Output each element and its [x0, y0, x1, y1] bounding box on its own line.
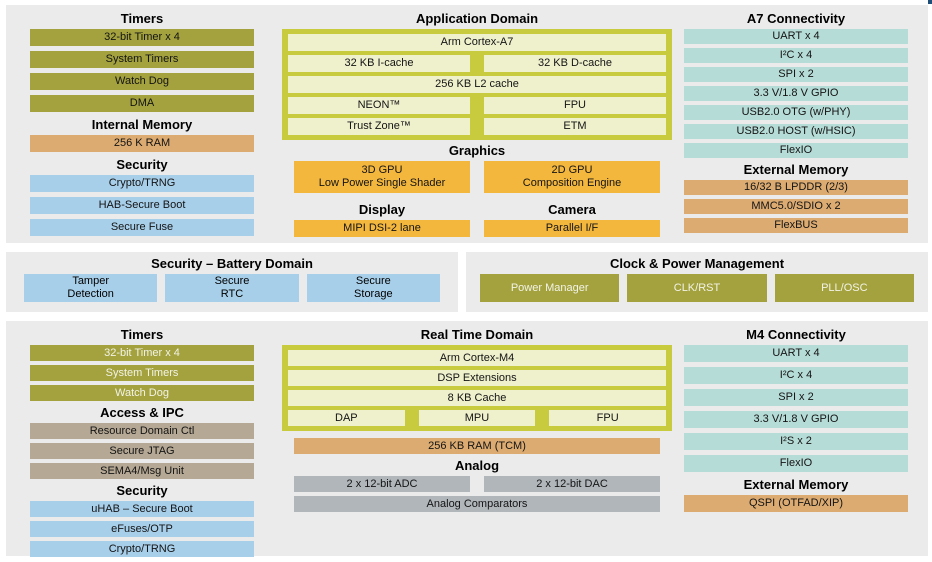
block-usb-otg: USB2.0 OTG (w/PHY) [684, 105, 908, 120]
block-neon: NEON™ [288, 97, 470, 114]
block-8kb-cache: 8 KB Cache [288, 390, 666, 406]
block-dma: DMA [30, 95, 254, 112]
m4-block-gpio: 3.3 V/1.8 V GPIO [684, 411, 908, 428]
block-a7-spi: SPI x 2 [684, 67, 908, 82]
block-dcache: 32 KB D-cache [484, 55, 666, 72]
block-32bit-timer: 32-bit Timer x 4 [30, 29, 254, 46]
real-time-domain-column: Real Time Domain Arm Cortex-M4 DSP Exten… [282, 325, 672, 516]
block-icache: 32 KB I-cache [288, 55, 470, 72]
block-power-manager: Power Manager [480, 274, 620, 302]
block-i2s: I²S x 2 [684, 433, 908, 450]
block-adc: 2 x 12-bit ADC [294, 476, 470, 492]
block-fpu-m4: FPU [549, 410, 666, 426]
m4-block-system-timers: System Timers [30, 365, 254, 381]
block-3d-gpu: 3D GPU Low Power Single Shader [294, 161, 470, 193]
m4-right-column: M4 Connectivity UART x 4 I²C x 4 SPI x 2… [684, 325, 908, 517]
block-clk-rst: CLK/RST [627, 274, 767, 302]
display-header: Display [358, 202, 406, 217]
block-analog-comparators: Analog Comparators [294, 496, 660, 512]
block-trust-zone: Trust Zone™ [288, 118, 470, 135]
block-fpu-a7: FPU [484, 97, 666, 114]
a7-domain-panel: Timers 32-bit Timer x 4 System Timers Wa… [6, 5, 928, 243]
internal-memory-header: Internal Memory [91, 117, 193, 132]
block-parallel-if: Parallel I/F [484, 220, 660, 237]
block-secure-rtc: Secure RTC [165, 274, 299, 302]
block-mpu: MPU [418, 410, 536, 426]
m4-block-watch-dog: Watch Dog [30, 385, 254, 401]
a7-right-column: A7 Connectivity UART x 4 I²C x 4 SPI x 2… [684, 9, 908, 237]
a7-external-memory-header: External Memory [743, 162, 849, 177]
block-mmc-sdio: MMC5.0/SDIO x 2 [684, 199, 908, 214]
block-a7-gpio: 3.3 V/1.8 V GPIO [684, 86, 908, 101]
block-2d-gpu: 2D GPU Composition Engine [484, 161, 660, 193]
block-system-timers: System Timers [30, 51, 254, 68]
block-secure-fuse: Secure Fuse [30, 219, 254, 236]
a7-left-column: Timers 32-bit Timer x 4 System Timers Wa… [30, 9, 254, 241]
block-dap: DAP [288, 410, 405, 426]
block-resource-domain-ctl: Resource Domain Ctl [30, 423, 254, 439]
block-a7-flexio: FlexIO [684, 143, 908, 158]
m4-security-header: Security [116, 483, 168, 498]
security-battery-domain-panel: Security – Battery Domain Tamper Detecti… [6, 252, 458, 312]
cortex-a7-container: Arm Cortex-A7 32 KB I-cache 32 KB D-cach… [282, 29, 672, 140]
block-efuses-otp: eFuses/OTP [30, 521, 254, 537]
block-dsp-extensions: DSP Extensions [288, 370, 666, 386]
block-a7-i2c: I²C x 4 [684, 48, 908, 63]
application-domain-header: Application Domain [415, 11, 539, 26]
m4-timers-header: Timers [120, 327, 164, 342]
block-crypto-trng: Crypto/TRNG [30, 175, 254, 192]
application-domain-column: Application Domain Arm Cortex-A7 32 KB I… [282, 9, 672, 242]
block-flexbus: FlexBUS [684, 218, 908, 233]
access-ipc-header: Access & IPC [100, 405, 184, 420]
m4-block-i2c: I²C x 4 [684, 367, 908, 384]
block-usb-host: USB2.0 HOST (w/HSIC) [684, 124, 908, 139]
m4-connectivity-header: M4 Connectivity [746, 327, 846, 342]
clock-power-management-panel: Clock & Power Management Power Manager C… [466, 252, 928, 312]
security-header: Security [116, 157, 168, 172]
block-arm-cortex-m4: Arm Cortex-M4 [288, 350, 666, 366]
block-256k-ram: 256 K RAM [30, 135, 254, 152]
m4-block-crypto-trng: Crypto/TRNG [30, 541, 254, 557]
security-battery-header: Security – Battery Domain [151, 256, 313, 271]
block-secure-storage: Secure Storage [306, 274, 440, 302]
block-uhab-secure-boot: uHAB – Secure Boot [30, 501, 254, 517]
page-corner-mark [928, 0, 932, 4]
block-l2-cache: 256 KB L2 cache [288, 76, 666, 93]
cortex-m4-container: Arm Cortex-M4 DSP Extensions 8 KB Cache … [282, 345, 672, 431]
m4-left-column: Timers 32-bit Timer x 4 System Timers Wa… [30, 325, 254, 561]
m4-block-spi: SPI x 2 [684, 389, 908, 406]
block-dac: 2 x 12-bit DAC [484, 476, 660, 492]
m4-external-memory-header: External Memory [743, 477, 849, 492]
block-lpddr: 16/32 B LPDDR (2/3) [684, 180, 908, 195]
block-qspi: QSPI (OTFAD/XIP) [684, 495, 908, 512]
timers-header: Timers [120, 11, 164, 26]
camera-header: Camera [548, 202, 596, 217]
block-etm: ETM [484, 118, 666, 135]
block-secure-jtag: Secure JTAG [30, 443, 254, 459]
analog-header: Analog [454, 458, 500, 473]
clock-power-header: Clock & Power Management [609, 256, 785, 271]
block-mipi-dsi: MIPI DSI-2 lane [294, 220, 470, 237]
block-a7-uart: UART x 4 [684, 29, 908, 44]
block-hab-secure-boot: HAB-Secure Boot [30, 197, 254, 214]
m4-block-32bit-timer: 32-bit Timer x 4 [30, 345, 254, 361]
block-sema4-msg-unit: SEMA4/Msg Unit [30, 463, 254, 479]
graphics-header: Graphics [448, 143, 506, 158]
real-time-domain-header: Real Time Domain [420, 327, 534, 342]
m4-block-uart: UART x 4 [684, 345, 908, 362]
block-watch-dog: Watch Dog [30, 73, 254, 90]
block-tamper-detection: Tamper Detection [24, 274, 158, 302]
block-arm-cortex-a7: Arm Cortex-A7 [288, 34, 666, 51]
m4-block-flexio: FlexIO [684, 455, 908, 472]
m4-domain-panel: Timers 32-bit Timer x 4 System Timers Wa… [6, 321, 928, 557]
block-pll-osc: PLL/OSC [774, 274, 914, 302]
block-256kb-ram-tcm: 256 KB RAM (TCM) [294, 438, 660, 454]
a7-connectivity-header: A7 Connectivity [746, 11, 846, 26]
